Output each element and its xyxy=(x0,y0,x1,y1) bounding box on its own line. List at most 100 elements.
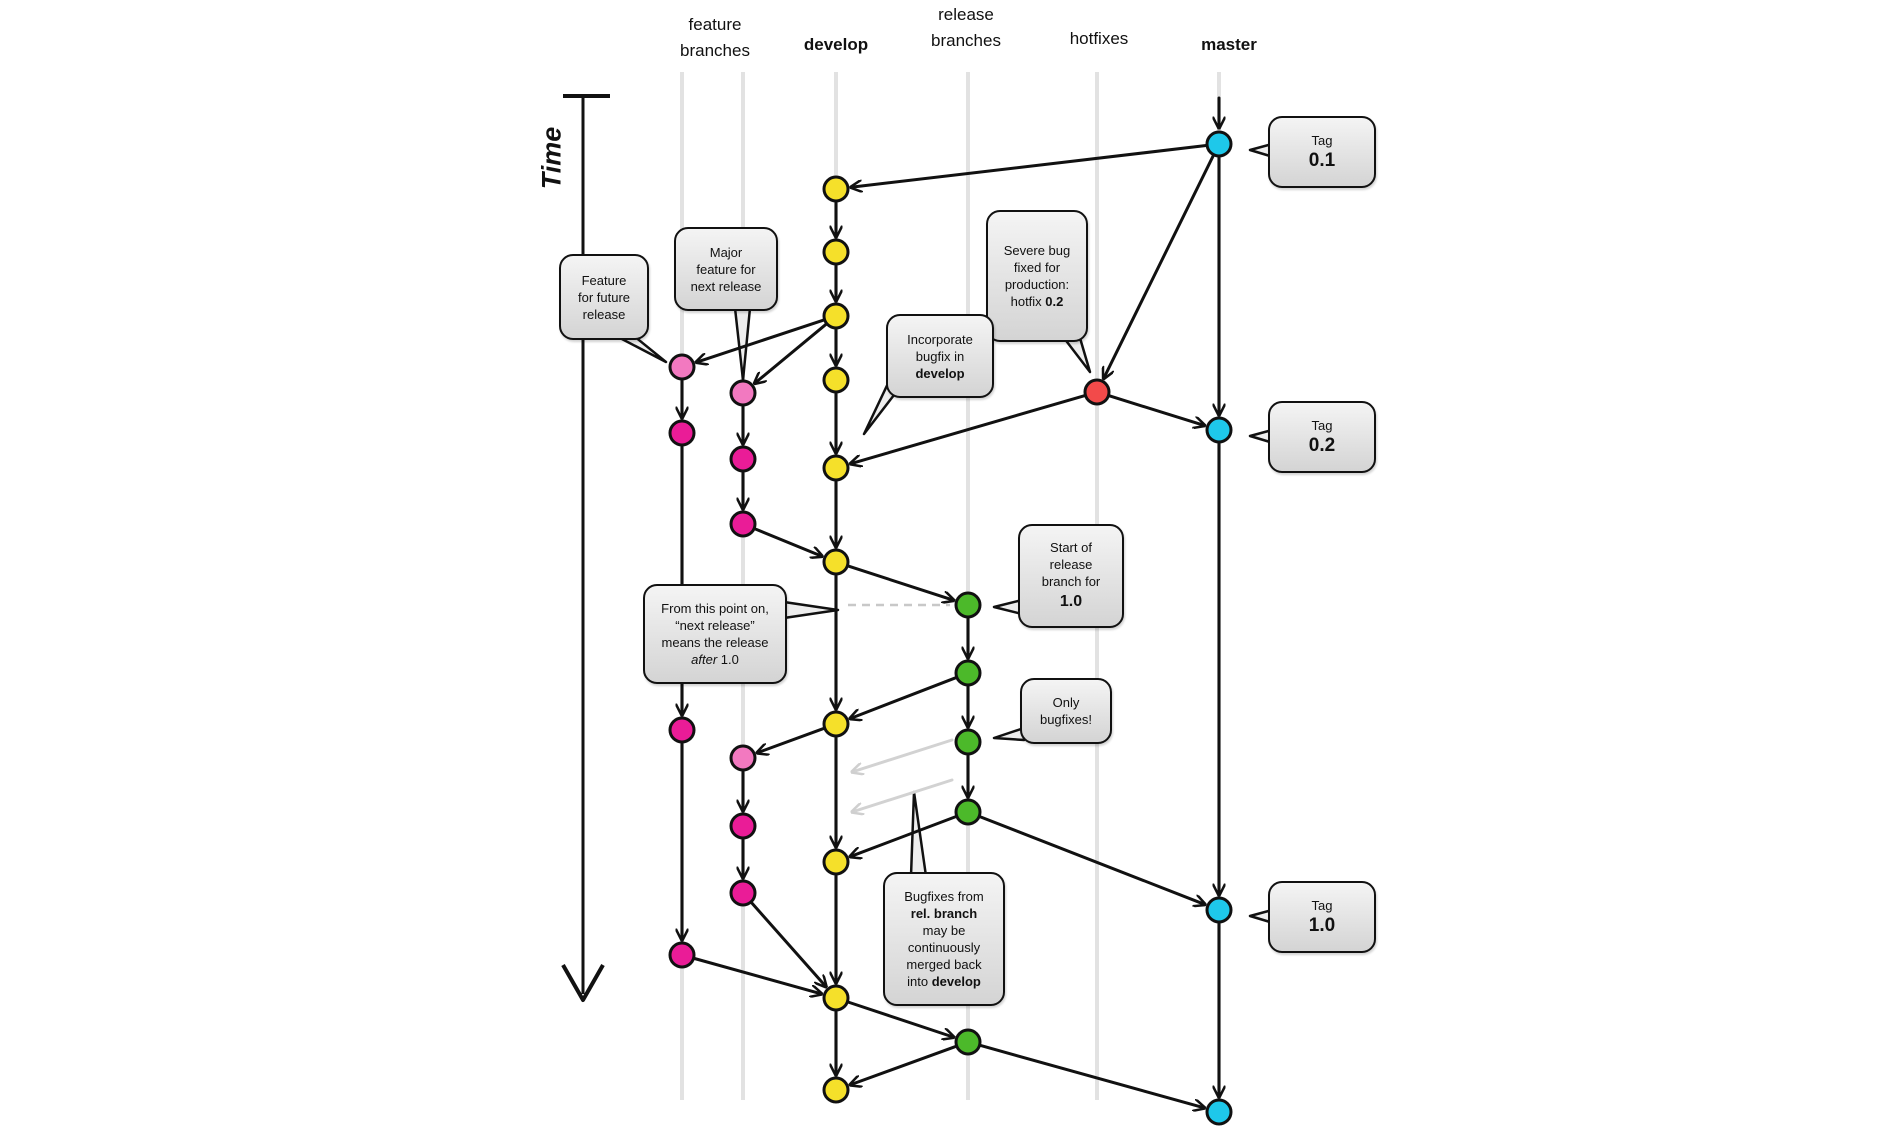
edge-develop-to-release xyxy=(846,1000,953,1037)
callout-tail-next-release xyxy=(782,600,840,620)
callout-start-release-branch: Start of release branch for 1.0 xyxy=(1018,524,1124,628)
callout-text: Major xyxy=(709,244,743,260)
callout-text: hotfix xyxy=(1010,294,1046,309)
commit-node-d7 xyxy=(822,710,850,738)
callout-text: Severe bug xyxy=(1003,243,1071,258)
callout-text: rel. branch xyxy=(910,906,978,921)
callout-text: feature for xyxy=(696,261,756,277)
commit-node-fa3 xyxy=(668,716,696,744)
edge-develop-to-release xyxy=(846,564,953,600)
callout-text: into develop xyxy=(907,973,981,990)
edge-develop-to-feature xyxy=(696,318,826,362)
callout-text: branch for xyxy=(1041,573,1101,589)
commit-node-fb5 xyxy=(729,812,757,840)
callout-severe-bug: Severe bug fixed for production: hotfix … xyxy=(986,210,1088,342)
commit-node-r5 xyxy=(954,1028,982,1056)
lane-label-line: branches xyxy=(680,40,750,60)
tag-version: 1.0 xyxy=(1308,914,1336,936)
callout-text: next release xyxy=(690,278,762,294)
callout-text: after xyxy=(691,652,718,667)
commit-node-d10 xyxy=(822,1076,850,1104)
callout-text: Start of xyxy=(1050,539,1092,555)
lane-label-line: branches xyxy=(931,30,1001,50)
callout-text: develop xyxy=(931,974,981,989)
hotfix-version: 0.2 xyxy=(1045,294,1064,309)
callout-only-bugfixes: Only bugfixes! xyxy=(1020,678,1112,744)
time-axis-arrowhead xyxy=(561,964,605,1002)
commit-node-fa2 xyxy=(668,419,696,447)
edge-release-to-master xyxy=(978,815,1205,905)
lane-label-line: release xyxy=(938,5,994,24)
callout-bugfixes-merged-back: Bugfixes from rel. branch may be continu… xyxy=(883,872,1005,1006)
callout-text: Tag xyxy=(1311,417,1333,433)
callout-tag-0-1: Tag 0.1 xyxy=(1268,116,1376,188)
lane-label-line: feature xyxy=(688,15,742,34)
edge-develop-to-feature xyxy=(757,726,826,752)
callout-next-release-meaning: From this point on, “next release” means… xyxy=(643,584,787,684)
edge-release-to-develop xyxy=(850,676,958,719)
callout-text: fixed for xyxy=(1013,260,1061,275)
time-axis-label: Time xyxy=(536,126,567,190)
callout-text: “next release” xyxy=(675,618,755,633)
callout-incorporate-bugfix: Incorporate bugfix in develop xyxy=(886,314,994,398)
commit-node-d6 xyxy=(822,548,850,576)
callout-text: Bugfixes from xyxy=(904,889,984,904)
callout-text: Tag xyxy=(1311,132,1333,148)
commit-node-m3 xyxy=(1205,896,1233,924)
callout-text: for future xyxy=(577,289,631,305)
callout-text: bugfix in xyxy=(915,348,965,364)
commit-node-d4 xyxy=(822,366,850,394)
callout-text: Only xyxy=(1052,695,1080,710)
edge-master-to-hotfix xyxy=(1104,154,1215,379)
callout-tail-severe-bug xyxy=(1062,336,1092,374)
commit-node-d3 xyxy=(822,302,850,330)
callout-tag-0-2: Tag 0.2 xyxy=(1268,401,1376,473)
callout-text: merged back xyxy=(906,957,982,972)
callout-text: From this point on, xyxy=(661,601,769,616)
edge-release-to-develop xyxy=(850,815,958,857)
callout-text: after 1.0 xyxy=(691,651,739,668)
commit-node-r3 xyxy=(954,728,982,756)
commit-node-fb2 xyxy=(729,445,757,473)
commit-node-r2 xyxy=(954,659,982,687)
commit-node-m1 xyxy=(1205,130,1233,158)
edge-feature-to-develop xyxy=(753,527,822,556)
callout-feature-future-release: Feature for future release xyxy=(559,254,649,340)
edge-release-faded xyxy=(852,738,954,772)
commit-node-d2 xyxy=(822,238,850,266)
callout-text: Tag xyxy=(1311,897,1333,913)
lane-label-develop: develop xyxy=(803,35,869,54)
edge-hotfix-to-develop xyxy=(850,394,1087,464)
callout-text: means the release xyxy=(661,635,769,650)
callout-text: production: xyxy=(1004,277,1070,292)
edge-release-to-master xyxy=(979,1043,1205,1107)
edge-feature-to-develop xyxy=(750,901,826,987)
lane-label-feature-branches: feature branches xyxy=(645,12,785,63)
commit-node-h1 xyxy=(1083,378,1111,406)
tag-version: 0.1 xyxy=(1308,149,1336,171)
edge-feature-to-develop xyxy=(693,956,822,993)
callout-text: continuously xyxy=(907,940,981,955)
callout-tag-1-0: Tag 1.0 xyxy=(1268,881,1376,953)
commit-node-r1 xyxy=(954,591,982,619)
commit-node-fa4 xyxy=(668,941,696,969)
callout-text: release xyxy=(1049,556,1093,572)
commit-node-fa1 xyxy=(668,353,696,381)
callout-text: release xyxy=(582,306,626,322)
commit-node-fb4 xyxy=(729,744,757,772)
commit-node-fb1 xyxy=(729,379,757,407)
lane-label-master: master xyxy=(1201,35,1257,54)
callout-text: into xyxy=(907,974,932,989)
commit-node-d8 xyxy=(822,848,850,876)
callout-text: Feature xyxy=(581,272,627,288)
commit-node-fb3 xyxy=(729,510,757,538)
callout-text: 1.0 xyxy=(717,652,739,667)
callout-text: Incorporate xyxy=(907,331,973,347)
edge-hotfix-to-master xyxy=(1107,394,1204,426)
commit-node-d5 xyxy=(822,454,850,482)
commit-node-fb6 xyxy=(729,879,757,907)
tag-version: 0.2 xyxy=(1308,434,1336,456)
commit-node-m4 xyxy=(1205,1098,1233,1126)
lane-label-hotfixes: hotfixes xyxy=(1069,29,1129,48)
